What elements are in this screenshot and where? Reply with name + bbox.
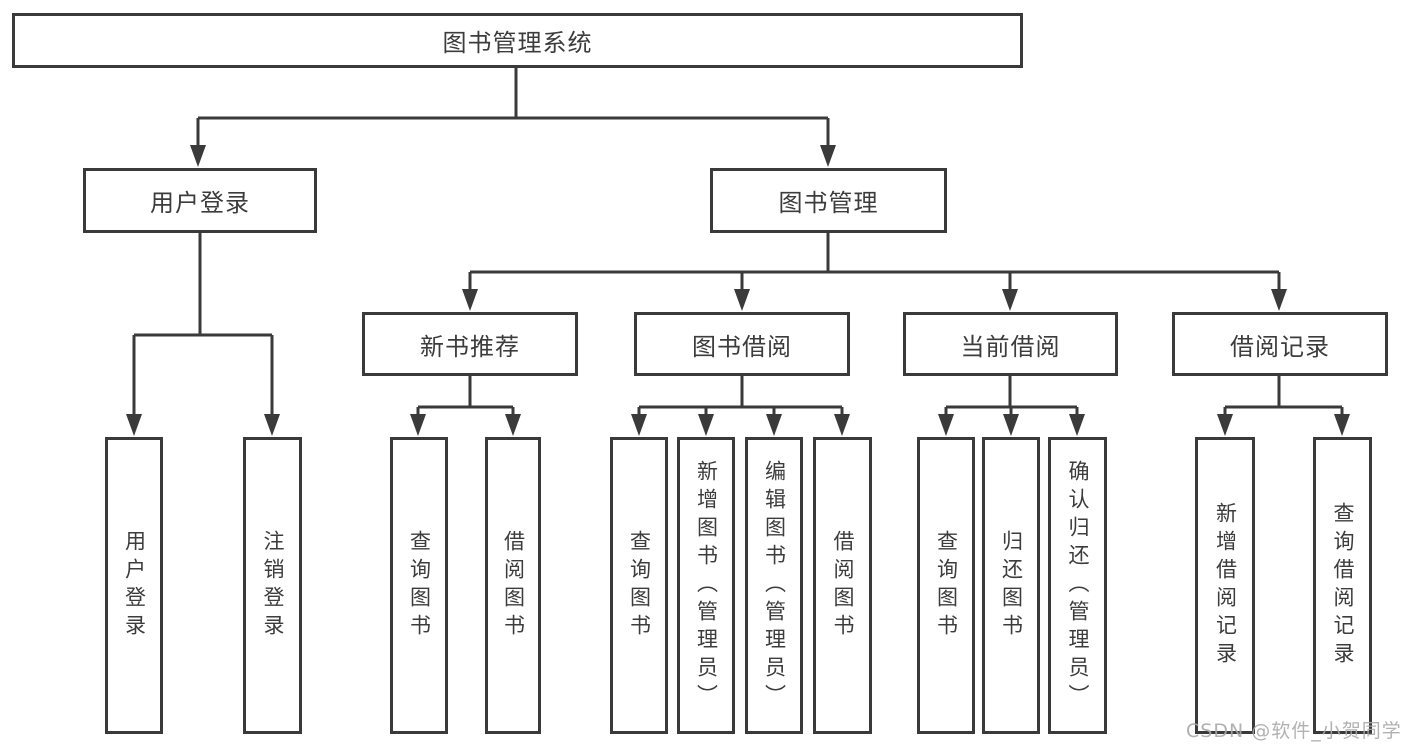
node-query-books-current: 查询图书 <box>917 437 975 734</box>
node-user-login-leaf: 用户登录 <box>105 437 163 734</box>
node-user-login: 用户登录 <box>83 168 317 233</box>
node-borrow-books: 借阅图书 <box>813 437 872 734</box>
node-logout: 注销登录 <box>243 437 302 734</box>
node-add-books-admin: 新增图书（管理员） <box>677 437 735 734</box>
connector-root-to-level2 <box>196 68 830 150</box>
node-query-borrow-record: 查询借阅记录 <box>1313 437 1372 734</box>
node-query-books-recommend: 查询图书 <box>390 437 448 734</box>
connector-book-borrowing-to-leaves <box>637 376 844 420</box>
node-query-books-borrow: 查询图书 <box>610 437 668 734</box>
connector-user-login-to-leaves <box>132 233 274 420</box>
node-book-management: 图书管理 <box>710 168 947 233</box>
node-current-borrowing: 当前借阅 <box>903 312 1118 376</box>
node-library-management-system: 图书管理系统 <box>12 13 1023 68</box>
connector-new-book-recommendation-to-leaves <box>416 376 515 420</box>
node-add-borrow-record: 新增借阅记录 <box>1195 437 1255 734</box>
node-book-borrowing: 图书借阅 <box>634 312 850 376</box>
connector-current-borrowing-to-leaves <box>944 376 1079 420</box>
connector-book-management-to-level3 <box>468 233 1281 295</box>
node-edit-books-admin: 编辑图书（管理员） <box>745 437 803 734</box>
node-confirm-return-admin: 确认归还（管理员） <box>1048 437 1107 734</box>
arrowhead-icons <box>126 145 1350 436</box>
node-new-book-recommendation: 新书推荐 <box>362 312 578 376</box>
csdn-watermark: CSDN @软件_小贺同学 <box>1186 720 1402 742</box>
connector-borrowing-records-to-leaves <box>1223 376 1344 420</box>
node-return-books: 归还图书 <box>982 437 1040 734</box>
node-borrowing-records: 借阅记录 <box>1172 312 1388 376</box>
node-borrow-books-recommend: 借阅图书 <box>485 437 541 734</box>
